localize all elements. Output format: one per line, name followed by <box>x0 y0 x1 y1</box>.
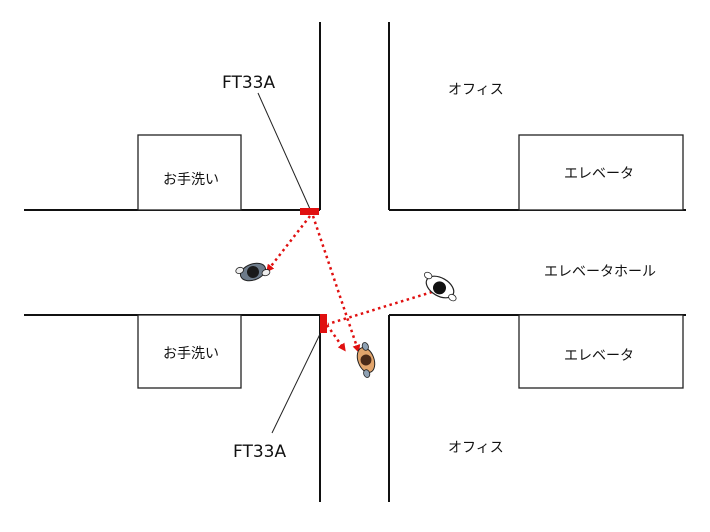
elevator-bottom-box <box>518 314 684 389</box>
label-elevator-hall: エレベータホール <box>544 264 656 280</box>
label-office-bottom: オフィス <box>448 440 504 456</box>
path-sensor-bottom-to-person <box>325 324 346 352</box>
restroom-bottom-box <box>137 314 242 389</box>
leader-lines <box>257 92 322 434</box>
label-sensor-bottom: FT33A <box>233 442 286 462</box>
person-topview-icon <box>423 271 457 302</box>
sensor-bar-icon <box>300 208 319 215</box>
path-to-person-left <box>266 215 311 273</box>
restroom-top-box <box>137 134 242 211</box>
elevator-top-box <box>518 134 684 211</box>
label-restroom-bottom: お手洗い <box>163 346 219 362</box>
label-restroom-top: お手洗い <box>163 172 219 188</box>
label-elevator-top: エレベータ <box>564 166 634 182</box>
room-boxes <box>137 134 684 389</box>
leader-line-bottom <box>271 331 322 434</box>
label-office-top: オフィス <box>448 82 504 98</box>
walls <box>24 22 686 502</box>
sensor-bar-icon <box>320 314 327 333</box>
label-sensor-top: FT33A <box>222 73 275 93</box>
person-topview-icon <box>235 262 271 282</box>
path-from-person-right <box>327 290 433 326</box>
detection-paths <box>266 215 433 353</box>
label-elevator-bottom: エレベータ <box>564 348 634 364</box>
leader-line-top <box>257 92 311 210</box>
person-topview-icon <box>356 342 376 378</box>
